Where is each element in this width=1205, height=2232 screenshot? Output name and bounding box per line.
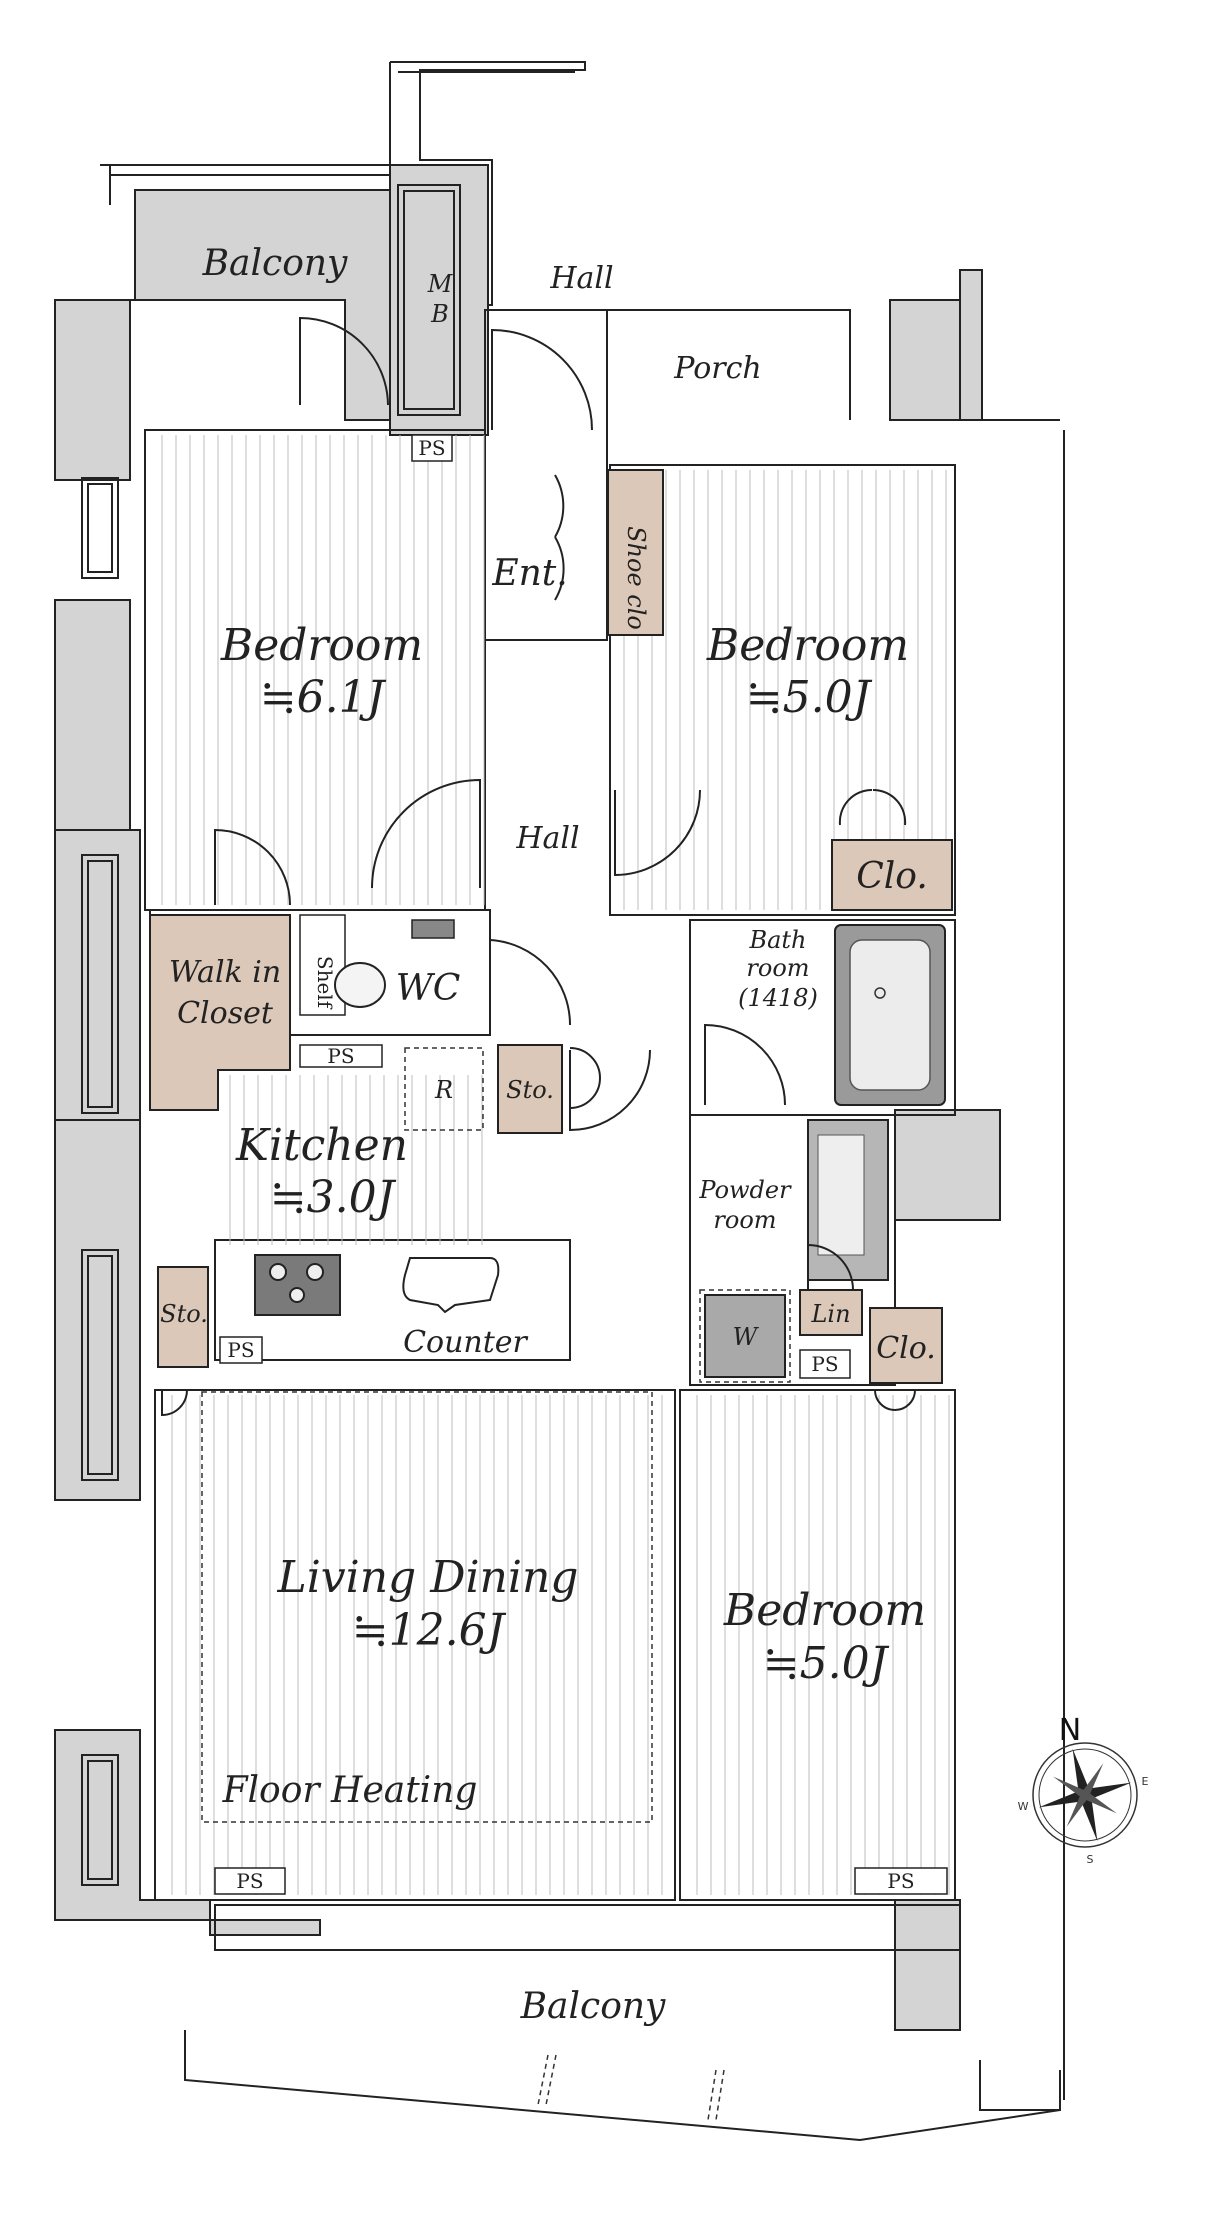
kitchen-name: Kitchen bbox=[235, 1120, 408, 1171]
closet-lower-label: Clo. bbox=[876, 1331, 936, 1366]
compass-star-icon bbox=[1038, 1748, 1132, 1842]
outer-frame bbox=[100, 61, 1065, 2142]
shelf-label: Shelf bbox=[313, 956, 337, 1010]
linen bbox=[799, 1289, 863, 1336]
storage-mid bbox=[497, 1044, 563, 1134]
pipe-spaces bbox=[214, 434, 948, 1895]
refrigerator-label: R bbox=[434, 1076, 453, 1104]
floor-heating-label: Floor Heating bbox=[222, 1770, 478, 1811]
ps-label: PS bbox=[227, 1338, 254, 1362]
floor-heating-area bbox=[201, 1391, 653, 1823]
bedroom-right-name: Bedroom bbox=[706, 620, 909, 671]
fixtures bbox=[254, 914, 946, 1383]
bath-label-line3: (1418) bbox=[738, 984, 818, 1012]
balcony-bottom-label: Balcony bbox=[520, 1986, 666, 2027]
bedroom-right-size: ≒5.0J bbox=[746, 672, 873, 723]
bath-label-line1: Bath bbox=[748, 926, 806, 954]
hall-top-label: Hall bbox=[549, 261, 613, 296]
mb-label-line2: B bbox=[430, 300, 449, 328]
washer-label: W bbox=[733, 1323, 760, 1351]
ps-label: PS bbox=[327, 1044, 354, 1068]
walls bbox=[54, 164, 1001, 2031]
porch-label: Porch bbox=[673, 351, 762, 386]
compass-west-label: W bbox=[1018, 1800, 1029, 1813]
closet-right-label: Clo. bbox=[856, 856, 928, 897]
compass-east-label: E bbox=[1142, 1775, 1149, 1788]
room-labels: Balcony M B Hall Porch Ent. Shoe clo Bed… bbox=[160, 243, 936, 2027]
linen-label: Lin bbox=[810, 1300, 850, 1328]
storage-areas bbox=[149, 469, 953, 1384]
compass-south-label: S bbox=[1087, 1853, 1094, 1866]
compass-north-label: N bbox=[1059, 1713, 1081, 1748]
shoe-closet-label: Shoe clo bbox=[622, 526, 650, 630]
wc-label: WC bbox=[396, 968, 461, 1009]
bedroom-left-name: Bedroom bbox=[220, 620, 423, 671]
hall-mid-label: Hall bbox=[515, 821, 579, 856]
room-outlines bbox=[144, 309, 961, 1951]
bedroom-bottom-name: Bedroom bbox=[723, 1585, 926, 1636]
ps-label: PS bbox=[418, 436, 445, 460]
powder-label-line2: room bbox=[713, 1206, 776, 1234]
compass: N E W S bbox=[1018, 1713, 1149, 1866]
doors bbox=[161, 316, 916, 1417]
ps-label: PS bbox=[236, 1869, 263, 1893]
window-pockets bbox=[81, 184, 461, 1886]
storage-left bbox=[157, 1266, 209, 1368]
shoe-closet bbox=[607, 469, 664, 636]
closet-lower bbox=[869, 1307, 943, 1384]
kitchen-size: ≒3.0J bbox=[270, 1172, 397, 1223]
storage-left-label: Sto. bbox=[160, 1300, 208, 1328]
bedroom-bottom-size: ≒5.0J bbox=[763, 1638, 890, 1689]
closet-right bbox=[831, 839, 953, 911]
walk-in-label-line1: Walk in bbox=[169, 955, 281, 990]
ps-label: PS bbox=[887, 1869, 914, 1893]
entrance-label: Ent. bbox=[491, 553, 567, 594]
bedroom-left-size: ≒6.1J bbox=[260, 672, 387, 723]
floor-stripes bbox=[161, 435, 950, 1895]
ps-label: PS bbox=[811, 1352, 838, 1376]
storage-mid-label: Sto. bbox=[506, 1076, 554, 1104]
powder-label-line1: Powder bbox=[698, 1176, 792, 1204]
mb-label-line1: M bbox=[427, 270, 454, 298]
living-name: Living Dining bbox=[277, 1552, 579, 1603]
balcony-top-label: Balcony bbox=[202, 243, 348, 284]
counter-label: Counter bbox=[403, 1325, 528, 1360]
bath-label-line2: room bbox=[746, 954, 809, 982]
living-size: ≒12.6J bbox=[352, 1605, 507, 1656]
balcony-drains bbox=[537, 2054, 725, 2121]
walk-in-label-line2: Closet bbox=[177, 996, 274, 1031]
walk-in-closet bbox=[149, 914, 291, 1111]
